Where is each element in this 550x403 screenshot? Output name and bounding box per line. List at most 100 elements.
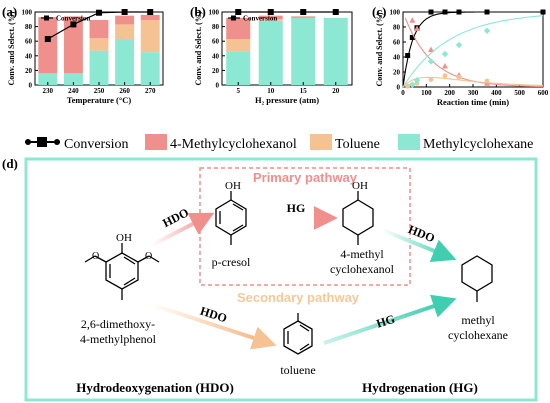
- x-axis-label: Reaction time (min): [437, 97, 509, 107]
- bar-4-methylcyclohexanol: [140, 14, 160, 21]
- curve-toluene: [402, 76, 544, 88]
- y-tick-label: 0: [216, 82, 220, 90]
- hg-full-label: Hydrogenation (HG): [362, 380, 478, 395]
- y-tick-label: 100: [390, 9, 401, 17]
- bar-toluene: [140, 20, 160, 53]
- y-axis-label: Conv. and Select. (%): [375, 12, 384, 86]
- panel-label-d: (d): [2, 156, 18, 171]
- x-tick-label: 400: [491, 89, 502, 97]
- x-tick-label: 10: [267, 87, 275, 95]
- inset-legend-label: Conversion: [56, 15, 90, 23]
- bar-toluene: [258, 19, 283, 21]
- dmmp-oh-label: OH: [116, 232, 132, 244]
- dmmp-o-left: O: [92, 251, 99, 262]
- x-tick-label: 600: [538, 89, 549, 97]
- conversion-point: [96, 9, 102, 16]
- arrow-hg-secondary: [323, 294, 457, 345]
- curve-conversion: [402, 11, 543, 88]
- secondary-pathway-label: Secondary pathway: [237, 290, 360, 305]
- dmmp-name-line2: 4-methylphenol: [80, 332, 157, 346]
- point-toluene: [405, 83, 411, 89]
- conversion-point: [267, 9, 274, 15]
- bar-methylcyclohexane: [89, 50, 109, 85]
- hdo-full-label: Hydrodeoxygenation (HDO): [76, 380, 234, 395]
- mch-ol-name-line1: 4-methyl: [340, 247, 384, 261]
- bar-methylcyclohexane: [140, 52, 160, 85]
- x-tick-label: 20: [332, 87, 340, 95]
- y-tick-label: 20: [212, 67, 220, 75]
- y-axis-label: Conv. and Select. (%): [194, 11, 203, 85]
- y-tick-label: 20: [25, 67, 33, 75]
- arrow-label-hg-2: HG: [375, 312, 397, 331]
- y-tick-label: 60: [212, 38, 220, 46]
- y-tick-label: 100: [22, 9, 33, 17]
- point-toluene: [484, 78, 490, 84]
- bar-4-methylcyclohexanol: [89, 20, 109, 39]
- pcresol-molecule: [215, 191, 247, 245]
- x-tick-label: 250: [94, 87, 105, 95]
- conversion-point: [147, 9, 154, 15]
- x-tick-label: 0: [401, 89, 405, 97]
- x-tick-label: 240: [68, 87, 79, 95]
- toluene-molecule: [283, 313, 313, 355]
- bar-toluene: [89, 38, 109, 51]
- bar-methylcyclohexane: [115, 39, 135, 85]
- x-axis-label: H₂ pressure (atm): [255, 95, 319, 105]
- y-axis-label: Conv. and Select. (%): [7, 11, 16, 85]
- inset-legend-label: Conversion: [243, 15, 277, 23]
- conversion-point: [300, 9, 307, 15]
- curve-methylcyclohexane: [402, 15, 544, 88]
- bar-4-methylcyclohexanol: [226, 17, 251, 40]
- point-methylcyclohexane: [483, 27, 491, 34]
- point-toluene: [456, 74, 462, 80]
- panel-label-b: (b): [190, 4, 206, 19]
- y-tick-label: 80: [212, 23, 220, 31]
- dmmp-molecule: [84, 243, 160, 300]
- methylcyclohexane-name-line2: cyclohexane: [448, 328, 508, 342]
- toluene-name: toluene: [280, 363, 315, 377]
- point-conversion: [409, 35, 415, 40]
- pcresol-name: p-cresol: [212, 255, 251, 269]
- mch-ol-molecule: [342, 191, 374, 245]
- x-tick-label: 230: [43, 87, 54, 95]
- bar-4-methylcyclohexanol: [38, 17, 58, 74]
- point-methylcyclohexane: [413, 77, 421, 84]
- x-tick-label: 270: [145, 87, 156, 95]
- bar-4-methylcyclohexanol: [291, 16, 316, 18]
- point-conversion: [442, 9, 448, 15]
- point-conversion: [456, 9, 462, 15]
- point-methylcyclohexane: [441, 50, 449, 58]
- legend-toluene-label: Toluene: [335, 137, 380, 152]
- y-tick-label: 40: [393, 54, 401, 62]
- bar-methylcyclohexane: [63, 73, 83, 85]
- x-tick-label: 300: [468, 89, 479, 97]
- x-tick-label: 200: [444, 89, 455, 97]
- y-tick-label: 40: [25, 52, 33, 60]
- x-tick-label: 500: [514, 89, 525, 97]
- bar-methylcyclohexane: [226, 51, 251, 85]
- mch-ol-name-line2: cyclohexanol: [330, 262, 395, 276]
- inset-legend-marker: [44, 15, 49, 21]
- bar-methylcyclohexane: [323, 17, 348, 86]
- plot-frame: [402, 11, 544, 88]
- bar-4-methylcyclohexanol: [63, 16, 83, 74]
- y-tick-label: 20: [393, 69, 401, 77]
- arrow-hdo-secondary: [149, 302, 277, 350]
- y-tick-label: 80: [393, 24, 401, 32]
- bar-methylcyclohexane: [38, 73, 58, 85]
- conversion-point: [332, 9, 339, 15]
- x-tick-label: 5: [237, 87, 241, 95]
- arrow-hdo-to-mch: [381, 228, 457, 263]
- legend-conversion-label: Conversion: [64, 137, 129, 152]
- y-tick-label: 60: [25, 38, 33, 46]
- bar-4-methylcyclohexanol: [115, 15, 135, 25]
- point-methylcyclohexane: [409, 81, 416, 88]
- panel-label-a: (a): [2, 4, 17, 19]
- conversion-point: [235, 9, 242, 15]
- methylcyclohexane-molecule: [461, 255, 493, 302]
- legend-toluene-swatch: [310, 134, 332, 150]
- legend-cresol-swatch: [145, 134, 167, 150]
- methylcyclohexane-name-line1: methyl: [461, 313, 495, 327]
